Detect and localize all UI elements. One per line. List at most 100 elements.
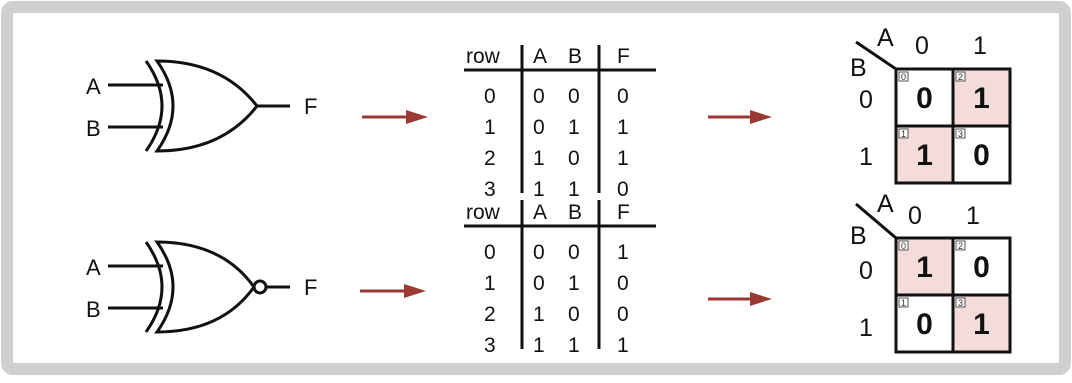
xnor-table-cell: 2 xyxy=(484,303,496,326)
xor-kmap-cell-value: 1 xyxy=(973,82,990,115)
xnor-kmap-cell-value: 0 xyxy=(973,251,990,284)
xor-kmap-cell-value: 0 xyxy=(973,139,990,172)
xor-kmap-cell-index: 1 xyxy=(901,129,906,139)
xnor-kmap-cell-index: 1 xyxy=(901,298,906,308)
xor-table-cell: 0 xyxy=(533,85,545,108)
xor-kmap-cell: 11 xyxy=(894,124,955,185)
xnor-table-cell: 1 xyxy=(617,334,629,357)
xnor-header-a: A xyxy=(533,201,547,224)
xor-gate xyxy=(108,59,290,153)
xnor-gate-extra-arc xyxy=(144,241,164,333)
xor-header-a: A xyxy=(533,45,547,68)
xnor-kmap-col-var: A xyxy=(877,190,894,218)
xor-kmap-cell: 00 xyxy=(894,67,955,128)
xor-kmap-cell-value: 1 xyxy=(916,139,933,172)
xnor-kmap-cell: 10 xyxy=(894,293,955,354)
xnor-gate-body xyxy=(154,240,256,334)
xnor-table-cell: 0 xyxy=(533,241,545,264)
xnor-table-cell: 0 xyxy=(617,272,629,295)
xor-table-cell: 1 xyxy=(533,178,545,201)
xnor-table-cell: 0 xyxy=(568,241,580,264)
xor-table-cell: 3 xyxy=(484,178,496,201)
xnor-table-cell: 1 xyxy=(533,303,545,326)
xnor-kmap-cell-index: 2 xyxy=(958,241,963,251)
xnor-kmap-cell: 20 xyxy=(951,236,1012,297)
xnor-kmap-row-label-0: 0 xyxy=(859,257,873,285)
xnor-table-cell: 0 xyxy=(533,272,545,295)
xor-kmap-col-var: A xyxy=(877,24,894,52)
xor-table-cell: 0 xyxy=(484,85,496,108)
xnor-arrow-2 xyxy=(708,292,772,306)
xnor-kmap-cell: 31 xyxy=(951,293,1012,354)
xnor-table-cell: 0 xyxy=(484,241,496,264)
xnor-table-cell: 3 xyxy=(484,334,496,357)
xor-arrow-2 xyxy=(708,110,772,124)
xnor-header-row: row xyxy=(466,201,501,224)
xor-kmap-cell: 30 xyxy=(951,124,1012,185)
xor-table-cell: 1 xyxy=(568,178,580,201)
xor-kmap-cell-index: 3 xyxy=(958,129,963,139)
xor-kmap-row-label-1: 1 xyxy=(859,143,873,171)
xnor-arrow-1 xyxy=(360,284,426,298)
xor-kmap-col-label-0: 0 xyxy=(915,32,929,60)
xor-output-label: F xyxy=(304,94,317,119)
xor-kmap-cell-index: 0 xyxy=(901,72,906,82)
xor-kmap-diagonal xyxy=(855,40,897,71)
xor-input-a-label: A xyxy=(86,74,101,99)
xor-header-row: row xyxy=(466,45,501,68)
xor-table-cell: 0 xyxy=(617,85,629,108)
xnor-output-label: F xyxy=(304,275,317,300)
xor-table-cell: 0 xyxy=(568,147,580,170)
xor-kmap-cell-index: 2 xyxy=(958,72,963,82)
xor-table-cell: 1 xyxy=(617,116,629,139)
xor-table-cell: 0 xyxy=(568,85,580,108)
xnor-header-f: F xyxy=(617,201,630,224)
xor-kmap-col-label-1: 1 xyxy=(973,32,987,60)
xnor-input-a-label: A xyxy=(86,255,101,280)
xnor-table-cell: 1 xyxy=(484,272,496,295)
xor-table-cell: 1 xyxy=(484,116,496,139)
xor-kmap-row-label-0: 0 xyxy=(859,86,873,114)
xor-table-cell: 1 xyxy=(533,147,545,170)
xnor-kmap-row-label-1: 1 xyxy=(859,314,873,342)
xnor-gate xyxy=(108,240,290,334)
xnor-table-cell: 0 xyxy=(568,303,580,326)
xnor-kmap-col-label-1: 1 xyxy=(966,202,980,230)
xor-input-b-label: B xyxy=(86,116,101,141)
xor-table-cell: 2 xyxy=(484,147,496,170)
xor-table-cell: 1 xyxy=(617,147,629,170)
xnor-kmap-cell-value: 1 xyxy=(916,251,933,284)
xor-kmap-cell: 21 xyxy=(951,67,1012,128)
xnor-table-cell: 0 xyxy=(617,303,629,326)
xnor-kmap-row-var: B xyxy=(850,222,867,250)
xnor-kmap-cell-index: 0 xyxy=(901,241,906,251)
xor-table-cell: 1 xyxy=(568,116,580,139)
xor-table-cell: 0 xyxy=(533,116,545,139)
xor-gate-body xyxy=(154,59,259,153)
xor-gate-extra-arc xyxy=(144,60,164,152)
xor-header-f: F xyxy=(617,45,630,68)
xnor-kmap-col-label-0: 0 xyxy=(908,202,922,230)
xnor-kmap-cell-value: 0 xyxy=(916,308,933,341)
xnor-kmap-cell-index: 3 xyxy=(958,298,963,308)
outer-frame xyxy=(1,1,1071,375)
xnor-table-cell: 1 xyxy=(617,241,629,264)
xor-kmap-row-var: B xyxy=(850,54,867,82)
xnor-kmap-cell-value: 1 xyxy=(973,308,990,341)
xnor-header-b: B xyxy=(568,201,582,224)
xor-kmap-cell-value: 0 xyxy=(916,82,933,115)
xnor-table-cell: 1 xyxy=(568,334,580,357)
xor-header-b: B xyxy=(568,45,582,68)
xor-arrow-1 xyxy=(362,110,428,124)
xnor-input-b-label: B xyxy=(86,297,101,322)
xnor-kmap-cell: 01 xyxy=(894,236,955,297)
